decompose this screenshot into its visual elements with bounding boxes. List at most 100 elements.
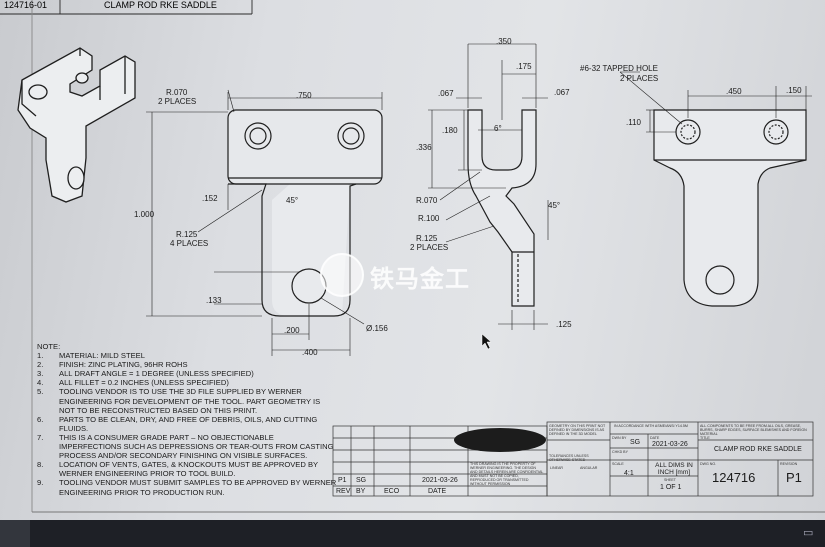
note-text: LOCATION OF VENTS, GATES, & KNOCKOUTS MU…	[59, 460, 318, 479]
header-part-number: 124716-01	[4, 0, 48, 10]
cursor-icon	[481, 333, 492, 350]
note-number: 1.	[37, 351, 44, 361]
drawing-sheet: 124716-01 CLAMP ROD RKE SADDLE R.070 2 P…	[4, 0, 825, 513]
rev-by-value: SG	[356, 477, 367, 484]
side-angle: 45°	[548, 201, 561, 210]
front-view	[146, 89, 383, 356]
tb-lbl-rev: REVISION	[780, 462, 798, 466]
side-dim-350: .350	[496, 37, 512, 46]
tb-lbl-dwg: DWG NO.	[700, 462, 717, 466]
right-tapped-hole: #6-32 TAPPED HOLE	[580, 64, 658, 73]
tb-accordance-note: IN ACCORDANCE WITH ASME/ANSI Y14.5M	[614, 424, 688, 428]
front-dim-200: .200	[284, 326, 300, 335]
rev-col-eco: ECO	[384, 488, 400, 495]
note-item: 2. FINISH: ZINC PLATING, 96HR ROHS	[37, 360, 337, 369]
notification-icon[interactable]: ▭	[803, 527, 814, 539]
tb-sheet: 1 OF 1	[660, 484, 682, 491]
right-dim-450: .450	[726, 87, 742, 96]
note-number: 2.	[37, 360, 44, 370]
title-block-grid	[546, 421, 814, 497]
tb-geometry-note: GEOMETRY ON THIS PRINT NOT DEFINED BY DI…	[549, 424, 606, 436]
front-hole-dia: Ø.156	[366, 324, 388, 333]
tb-units: ALL DIMS IN INCH [mm]	[655, 462, 693, 476]
note-text: THIS IS A CONSUMER GRADE PART – NO OBJEC…	[59, 432, 334, 461]
tb-components-note: ALL COMPONENTS TO BE FREE FROM ALL OILS,…	[700, 424, 807, 436]
note-number: 4.	[37, 378, 44, 388]
right-dim-110: .110	[626, 118, 641, 127]
right-dim-150: .150	[786, 86, 802, 95]
watermark: 铁马金工	[320, 253, 510, 297]
note-number: 7.	[37, 432, 44, 442]
side-dim-180: .180	[442, 126, 458, 135]
tb-date: 2021-03-26	[652, 441, 688, 448]
side-dim-067-right: .067	[554, 88, 570, 97]
notes-block: NOTE: 1. MATERIAL: MILD STEEL 2. FINISH: ZI…	[37, 342, 337, 497]
front-dim-400: .400	[302, 348, 318, 357]
side-r125: R.125	[416, 234, 438, 243]
front-dim-133: .133	[206, 296, 222, 305]
side-r100: R.100	[418, 214, 440, 223]
front-height-dim: 1.000	[134, 210, 155, 219]
watermark-text: 铁马金工	[370, 265, 470, 293]
note-item: 9. TOOLING VENDOR MUST SUBMIT SAMPLES TO …	[37, 478, 337, 496]
note-item: 6. PARTS TO BE CLEAN, DRY, AND FREE OF DE…	[37, 415, 337, 433]
side-dim-336: .336	[416, 143, 432, 152]
front-angle: 45°	[286, 196, 299, 205]
taskbar[interactable]: ▭	[0, 520, 825, 547]
tb-lbl-chkd: CHKD BY	[612, 450, 628, 454]
side-r070: R.070	[416, 196, 438, 205]
side-dim-125: .125	[556, 320, 572, 329]
note-item: 3. ALL DRAFT ANGLE = 1 DEGREE (UNLESS SPE…	[37, 369, 337, 378]
note-text: FINISH: ZINC PLATING, 96HR ROHS	[59, 360, 188, 370]
rev-col-rev: REV	[336, 488, 351, 495]
side-r125-places: 2 PLACES	[410, 243, 449, 252]
notes-heading: NOTE:	[37, 342, 61, 351]
side-dim-175: .175	[516, 62, 532, 71]
note-text: PARTS TO BE CLEAN, DRY, AND FREE OF DEBR…	[59, 414, 318, 433]
note-number: 8.	[37, 460, 44, 470]
start-button[interactable]	[0, 520, 30, 547]
note-number: 3.	[37, 369, 44, 379]
tb-confidential: THIS DRAWING IS THE PROPERTY OF WERNER E…	[470, 462, 544, 486]
header-title: CLAMP ROD RKE SADDLE	[104, 0, 217, 10]
right-tapped-places: 2 PLACES	[620, 74, 659, 83]
note-item: 5. TOOLING VENDOR IS TO USE THE 3D FILE S…	[37, 387, 337, 414]
isometric-view	[17, 47, 136, 203]
note-item: 4. ALL FILLET = 0.2 INCHES (UNLESS SPECIF…	[37, 378, 337, 387]
tb-scale: 4:1	[624, 470, 634, 477]
note-text: MATERIAL: MILD STEEL	[59, 351, 145, 361]
drawing-linework	[17, 0, 825, 513]
front-dim-152: .152	[202, 194, 218, 203]
note-number: 9.	[37, 478, 44, 488]
front-width-dim: .750	[296, 91, 312, 100]
note-text: ALL FILLET = 0.2 INCHES (UNLESS SPECIFIE…	[59, 378, 229, 388]
tb-revision: P1	[786, 470, 802, 485]
note-number: 6.	[37, 414, 44, 424]
tb-drawn-by: SG	[630, 439, 641, 446]
side-view	[428, 43, 549, 330]
front-radius2-label: R.125	[176, 230, 198, 239]
tb-lbl-drawn: DWN BY	[612, 436, 627, 440]
watermark-logo-icon	[320, 253, 364, 297]
front-radius-label: R.070	[166, 88, 188, 97]
note-item: 1. MATERIAL: MILD STEEL	[37, 351, 337, 360]
tb-lbl-angular: ANGULAR	[580, 466, 598, 470]
note-number: 5.	[37, 387, 44, 397]
rev-col-date: DATE	[428, 488, 447, 495]
note-item: 7. THIS IS A CONSUMER GRADE PART – NO OBJ…	[37, 433, 337, 460]
note-text: TOOLING VENDOR MUST SUBMIT SAMPLES TO BE…	[59, 478, 337, 497]
side-dim-067-left: .067	[438, 89, 454, 98]
rev-value: P1	[338, 477, 347, 484]
tb-lbl-date: DATE	[650, 436, 660, 440]
tb-lbl-sheet: SHEET	[664, 478, 676, 482]
rev-date-value: 2021-03-26	[422, 477, 458, 484]
tb-lbl-title: TITLE	[700, 436, 710, 440]
note-text: TOOLING VENDOR IS TO USE THE 3D FILE SUP…	[59, 387, 321, 415]
tb-title: CLAMP ROD RKE SADDLE	[714, 446, 802, 453]
note-text: ALL DRAFT ANGLE = 1 DEGREE (UNLESS SPECI…	[59, 369, 254, 379]
notes-list: 1. MATERIAL: MILD STEEL 2. FINISH: ZINC PLA…	[37, 351, 337, 497]
tb-lbl-linear: LINEAR	[550, 466, 563, 470]
redaction-smudge	[454, 428, 546, 452]
front-radius2-places: 4 PLACES	[170, 239, 209, 248]
